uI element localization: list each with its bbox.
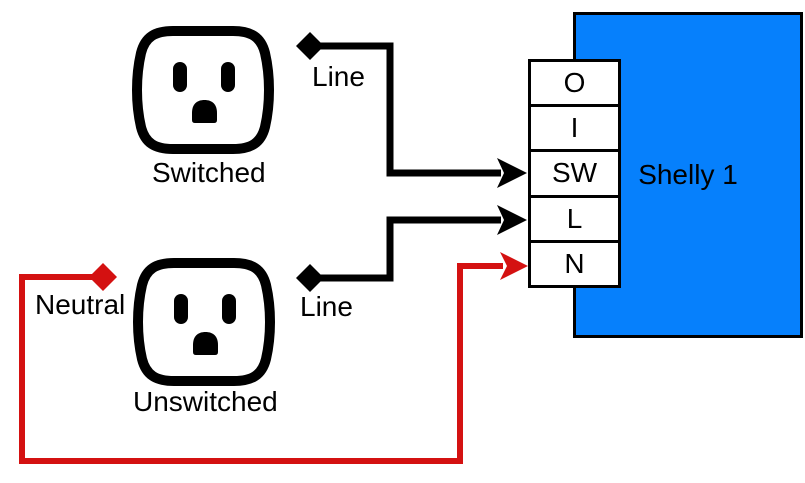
arrowhead-n-terminal [500, 252, 528, 280]
terminal-sw: SW [528, 149, 621, 198]
outlet-icon-unswitched [132, 258, 276, 386]
terminal-n: N [528, 239, 621, 288]
outlet-ground-hole [193, 332, 218, 355]
unswitched-outlet [129, 257, 279, 392]
wire-line-unswitched [310, 216, 501, 282]
switched-outlet [128, 25, 278, 160]
shelly-device-label: Shelly 1 [638, 159, 738, 190]
outlet-slot-left [173, 62, 187, 92]
terminal-o-label: O [563, 67, 586, 99]
wire-label-line-unswitched: Line [300, 291, 353, 322]
outlet-icon-switched [131, 26, 275, 154]
arrowhead-l-terminal [497, 205, 527, 235]
terminal-l: L [528, 194, 621, 243]
terminal-i-label: I [570, 112, 579, 144]
diamond-connector-line-unswitched [296, 264, 324, 292]
outlet-body [131, 26, 275, 154]
wire-label-neutral: Neutral [35, 289, 126, 320]
terminal-sw-label: SW [551, 157, 598, 189]
wire-label-line-switched: Line [312, 61, 365, 92]
outlet-slot-right [221, 62, 235, 92]
diamond-connector-line-switched [296, 32, 324, 60]
terminal-block: O I SW L N [528, 59, 621, 288]
diamond-connector-neutral [89, 263, 117, 291]
arrowhead-sw-terminal [497, 158, 527, 188]
terminal-l-label: L [566, 202, 583, 234]
outlet-body [132, 258, 276, 386]
outlet-slot-left [174, 294, 188, 324]
outlet-label-switched: Switched [152, 157, 266, 188]
terminal-i: I [528, 104, 621, 153]
outlet-label-unswitched: Unswitched [133, 386, 278, 417]
outlet-ground-hole [192, 100, 217, 123]
terminal-o: O [528, 59, 621, 108]
terminal-n-label: N [564, 247, 585, 279]
outlet-slot-right [222, 294, 236, 324]
